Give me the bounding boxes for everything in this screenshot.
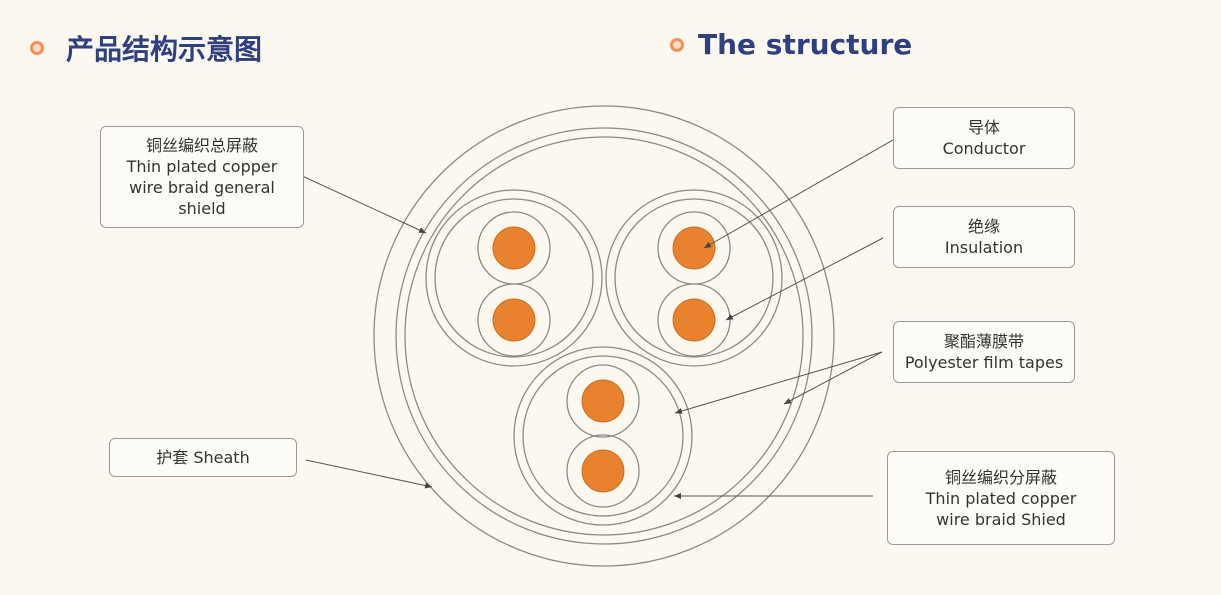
label-split-shield-en-1: Thin plated copper <box>925 488 1077 508</box>
pair-shield-ring <box>605 189 783 367</box>
label-polyester-zh: 聚酯薄膜带 <box>943 332 1024 351</box>
label-split-shield-zh: 铜丝编织分屏蔽 <box>944 467 1057 487</box>
bullet-icon <box>670 37 684 52</box>
label-conductor-zh: 导体 <box>967 118 1000 137</box>
label-split-shield: 铜丝编织分屏蔽 Thin plated copper wire braid Sh… <box>887 451 1115 545</box>
pair-tape-ring <box>522 355 684 517</box>
leader-polyester-1 <box>674 351 883 414</box>
label-sheath-text: 护套 Sheath <box>156 448 250 467</box>
label-conductor-en: Conductor <box>942 139 1026 158</box>
title-en: The structure <box>670 28 912 61</box>
conductor-core <box>581 449 625 493</box>
sheath-ring <box>373 105 835 567</box>
pair-shield-ring <box>425 189 603 367</box>
bullet-icon <box>30 41 44 55</box>
insulation-ring <box>657 283 731 357</box>
label-sheath: 护套 Sheath <box>109 438 297 477</box>
leader-polyester-2 <box>783 351 883 405</box>
leader-sheath <box>305 459 433 489</box>
label-general-shield-en-2: wire braid general <box>129 178 275 197</box>
conductor-core <box>672 226 716 270</box>
label-insulation-zh: 绝缘 <box>967 217 1000 236</box>
pair-tape-ring <box>434 198 594 358</box>
label-general-shield-en-1: Thin plated copper <box>126 157 278 176</box>
conductor-core <box>581 379 625 423</box>
leader-general-shield <box>299 174 427 234</box>
pair-tape-ring <box>614 198 774 358</box>
conductor-core <box>672 298 716 342</box>
conductor-core <box>492 226 536 270</box>
title-cn: 产品结构示意图 <box>30 28 262 68</box>
leader-insulation <box>725 237 884 321</box>
label-general-shield-zh: 铜丝编织总屏蔽 <box>145 136 258 155</box>
pair-shield-ring <box>513 346 693 526</box>
general-shield-outer-ring <box>395 127 813 545</box>
title-en-text: The structure <box>698 28 913 61</box>
label-insulation-en: Insulation <box>944 238 1024 257</box>
label-general-shield-en-3: shield <box>178 199 226 218</box>
label-insulation: 绝缘 Insulation <box>893 206 1075 268</box>
insulation-ring <box>566 434 640 508</box>
leader-conductor <box>703 139 894 249</box>
insulation-ring <box>566 364 640 438</box>
label-polyester-en: Polyester film tapes <box>904 353 1064 372</box>
general-shield-inner-ring <box>404 136 804 536</box>
title-cn-text: 产品结构示意图 <box>66 33 263 66</box>
conductor-core <box>492 298 536 342</box>
label-general-shield: 铜丝编织总屏蔽 Thin plated copper wire braid ge… <box>100 126 304 228</box>
label-polyester: 聚酯薄膜带 Polyester film tapes <box>893 321 1075 383</box>
insulation-ring <box>477 283 551 357</box>
label-conductor: 导体 Conductor <box>893 107 1075 169</box>
label-split-shield-en-2: wire braid Shied <box>936 509 1066 529</box>
